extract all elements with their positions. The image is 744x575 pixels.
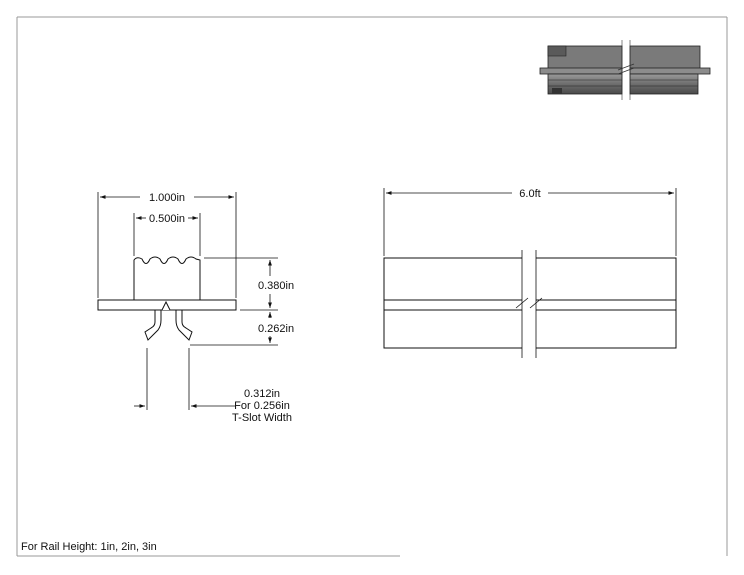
- upper-height-label: 0.380in: [258, 280, 294, 292]
- length-label: 6.0ft: [519, 188, 540, 200]
- overall-width-label: 1.000in: [149, 192, 185, 204]
- top-width-label: 0.500in: [149, 213, 185, 225]
- isometric-preview: [539, 40, 711, 100]
- front-view-dimensions: 1.000in 0.500in 0.380in 0.262in 0.312in …: [97, 192, 294, 424]
- rail-height-note: For Rail Height: 1in, 2in, 3in: [21, 541, 157, 553]
- front-view-profile: [97, 256, 237, 341]
- tslot-width-label: T-Slot Width: [232, 412, 292, 424]
- side-view: 6.0ft: [383, 188, 677, 358]
- sheet-border: [16, 16, 728, 557]
- tslot-dim-label: 0.312in: [244, 388, 280, 400]
- tslot-for-label: For 0.256in: [234, 400, 290, 412]
- lower-height-label: 0.262in: [258, 323, 294, 335]
